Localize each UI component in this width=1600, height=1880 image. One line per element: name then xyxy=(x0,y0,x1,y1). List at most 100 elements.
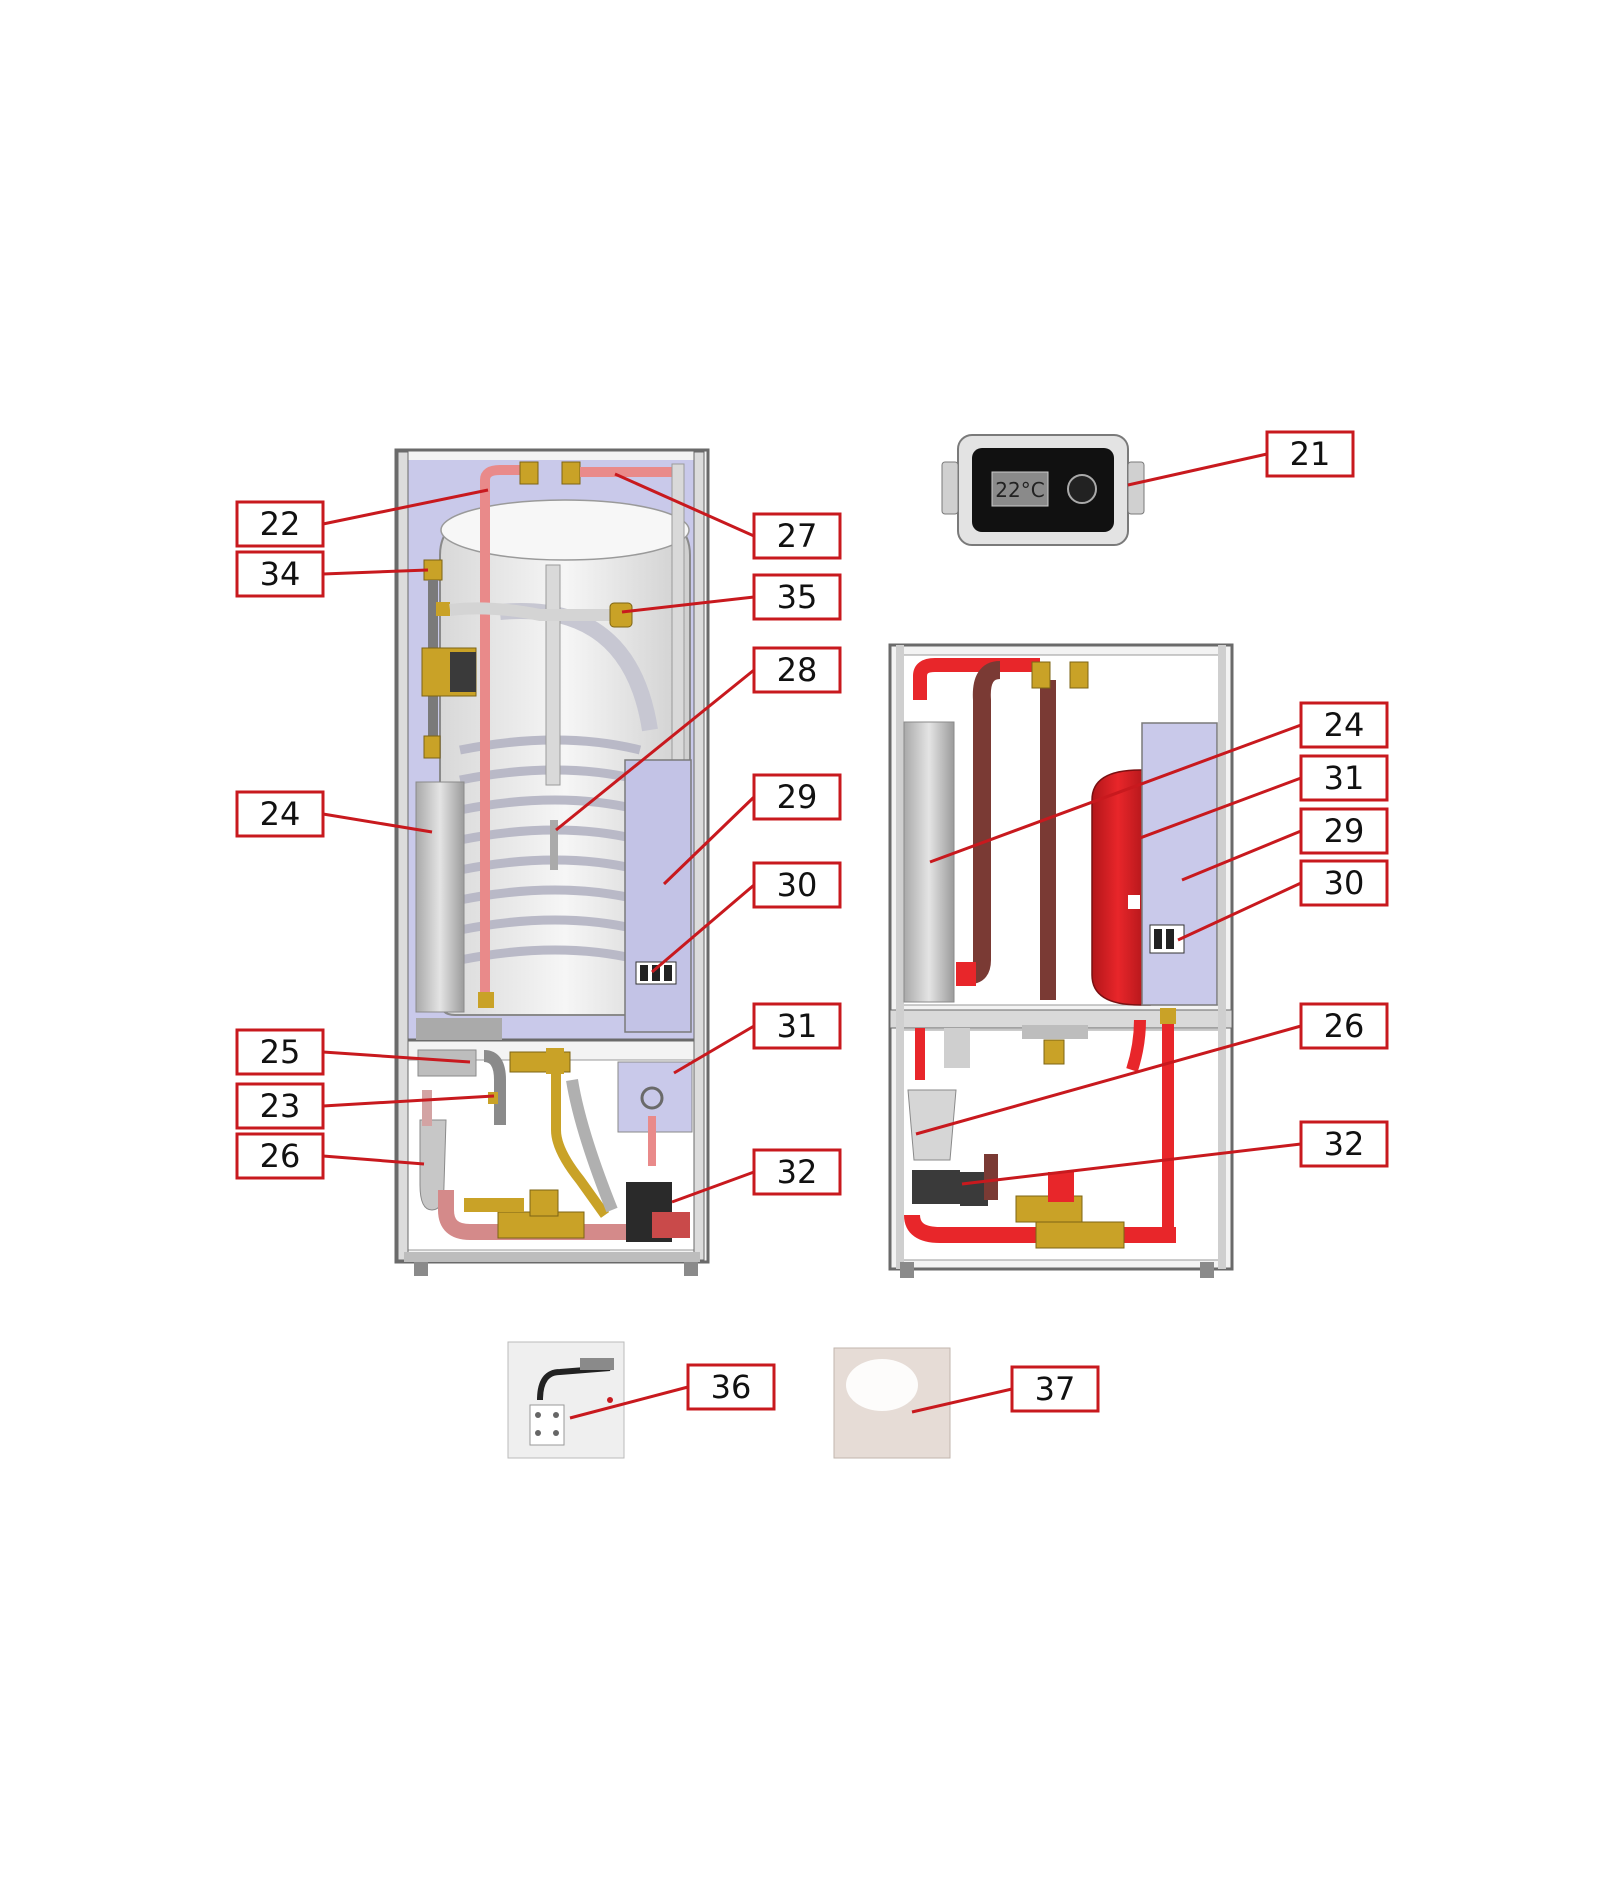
callout-number: 30 xyxy=(1324,864,1365,902)
left-unit-foot xyxy=(414,1260,428,1276)
leader-line-24a xyxy=(322,812,433,834)
callout-box xyxy=(752,861,842,909)
drain-funnel xyxy=(419,1119,447,1211)
sensor-pocket xyxy=(550,820,558,870)
callout-31a: 31 xyxy=(752,1002,842,1050)
callout-number: 21 xyxy=(1290,435,1331,473)
buffer-cylinder-right xyxy=(903,721,955,1003)
callout-35: 35 xyxy=(752,573,842,621)
leader-line-23 xyxy=(322,1094,495,1108)
callout-number: 35 xyxy=(777,578,818,616)
leader-line-26a xyxy=(322,1154,425,1166)
callout-37: 37 xyxy=(1010,1365,1100,1413)
callout-number: 29 xyxy=(777,778,818,816)
leader-line-29a xyxy=(662,795,756,886)
leader-line-31b xyxy=(1139,776,1302,840)
leader-line-21 xyxy=(1127,452,1268,487)
callout-32b: 32 xyxy=(1299,1120,1389,1168)
air-vent xyxy=(609,602,633,628)
callout-number: 26 xyxy=(260,1137,301,1175)
callout-box xyxy=(1299,859,1389,907)
leader-line-22 xyxy=(322,488,489,526)
leader-line-32b xyxy=(961,1142,1302,1186)
callout-23: 23 xyxy=(235,1082,325,1130)
flow-pipe xyxy=(480,480,490,1000)
callout-number: 22 xyxy=(260,505,301,543)
callout-number: 23 xyxy=(260,1087,301,1125)
callout-21: 21 xyxy=(1265,430,1355,478)
callout-28: 28 xyxy=(752,646,842,694)
callout-number: 34 xyxy=(260,555,301,593)
buffer-cylinder xyxy=(415,781,465,1013)
controller-knob xyxy=(1067,474,1097,504)
callout-number: 32 xyxy=(1324,1125,1365,1163)
leader-line-29b xyxy=(1181,829,1302,882)
callout-number: 29 xyxy=(1324,812,1365,850)
left-unit-foot xyxy=(684,1260,698,1276)
callout-box xyxy=(235,1132,325,1180)
callout-box xyxy=(235,1082,325,1130)
callout-number: 24 xyxy=(260,795,301,833)
pump-motor-right xyxy=(912,1170,960,1204)
leader-line-26b xyxy=(915,1024,1302,1136)
leader-line-37 xyxy=(911,1387,1013,1414)
callout-29a: 29 xyxy=(752,773,842,821)
leader-line-30b xyxy=(1177,881,1302,942)
callout-number: 37 xyxy=(1035,1370,1076,1408)
callout-number: 36 xyxy=(711,1368,752,1406)
callout-box xyxy=(235,790,325,838)
callout-box xyxy=(752,1148,842,1196)
leader-line-31a xyxy=(673,1024,755,1075)
temperature-readout: 22°C xyxy=(995,478,1044,502)
leader-line-27 xyxy=(614,472,755,538)
callout-24a: 24 xyxy=(235,790,325,838)
callout-box xyxy=(1010,1365,1100,1413)
callout-box xyxy=(1299,807,1389,855)
leader-line-32a xyxy=(671,1170,755,1204)
room-controller: 22°C xyxy=(941,434,1145,546)
callout-box xyxy=(752,1002,842,1050)
callout-number: 32 xyxy=(777,1153,818,1191)
callout-box xyxy=(752,573,842,621)
leader-line-24b xyxy=(929,723,1302,864)
callout-box xyxy=(752,773,842,821)
electrical-panel-right xyxy=(1141,722,1218,1006)
callout-number: 26 xyxy=(1324,1007,1365,1045)
right-unit-foot xyxy=(1200,1262,1214,1278)
callout-box xyxy=(235,1028,325,1076)
callout-box xyxy=(1265,430,1355,478)
terminal-box xyxy=(617,1061,693,1133)
callout-box xyxy=(752,512,842,560)
callout-box xyxy=(686,1363,776,1411)
callout-30a: 30 xyxy=(752,861,842,909)
insulation-cover xyxy=(833,1347,951,1459)
callout-number: 28 xyxy=(777,651,818,689)
right-unit xyxy=(888,643,1234,1278)
leader-line-35 xyxy=(621,595,755,614)
callout-31b: 31 xyxy=(1299,754,1389,802)
leader-lines xyxy=(322,452,1302,1420)
callout-box xyxy=(235,500,325,548)
callout-box xyxy=(1299,754,1389,802)
callout-26b: 26 xyxy=(1299,1002,1389,1050)
right-unit-foot xyxy=(900,1262,914,1278)
red-riser xyxy=(1162,1024,1174,1234)
leader-line-28 xyxy=(555,668,755,832)
callout-number: 31 xyxy=(1324,759,1365,797)
junction-box xyxy=(507,1341,625,1459)
callout-number: 31 xyxy=(777,1007,818,1045)
callout-box xyxy=(1299,701,1389,749)
callout-34: 34 xyxy=(235,550,325,598)
callout-32a: 32 xyxy=(752,1148,842,1196)
callout-36: 36 xyxy=(686,1363,776,1411)
callout-box xyxy=(1299,1120,1389,1168)
callout-box xyxy=(1299,1002,1389,1050)
callout-26a: 26 xyxy=(235,1132,325,1180)
callout-24b: 24 xyxy=(1299,701,1389,749)
callout-number: 27 xyxy=(777,517,818,555)
callout-25: 25 xyxy=(235,1028,325,1076)
left-unit xyxy=(394,448,710,1276)
callout-number: 24 xyxy=(1324,706,1365,744)
